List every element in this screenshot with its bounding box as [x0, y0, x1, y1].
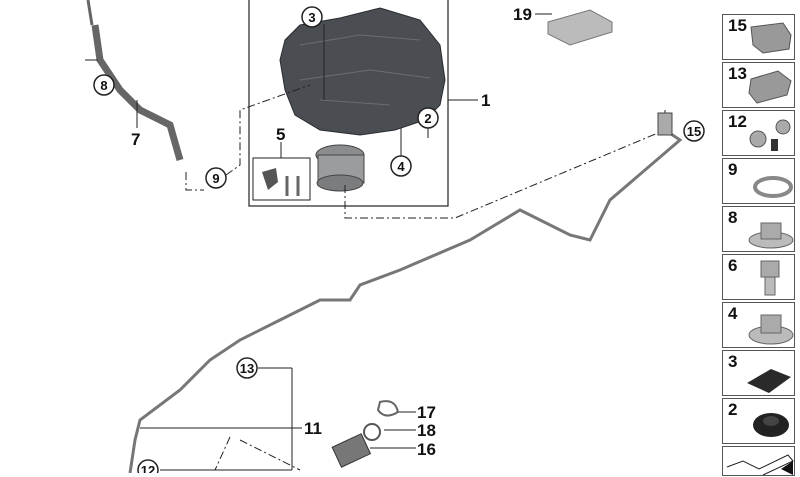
svg-text:9: 9 [212, 171, 219, 186]
side-item-12[interactable]: 12 [722, 110, 795, 156]
callout-12: 12 [137, 459, 159, 473]
pump-module [315, 144, 365, 192]
callout-9: 9 [205, 167, 227, 189]
svg-text:8: 8 [100, 78, 107, 93]
side-item-kit[interactable] [722, 446, 795, 476]
label-1: 1 [481, 91, 490, 110]
label-17: 17 [417, 403, 436, 422]
label-18: 18 [417, 421, 436, 440]
svg-text:4: 4 [397, 159, 405, 174]
side-item-label: 12 [728, 112, 747, 131]
side-item-label: 8 [728, 208, 738, 227]
side-item-label: 15 [728, 16, 747, 35]
side-item-6[interactable]: 6 [722, 254, 795, 300]
callout-13: 13 [236, 357, 258, 379]
part5-frame [252, 157, 311, 201]
label-7: 7 [131, 130, 140, 149]
callout-8: 8 [93, 74, 115, 96]
side-item-label: 2 [728, 400, 738, 419]
callout-3: 3 [301, 6, 323, 28]
filler-pipe [91, 24, 184, 161]
side-item-9[interactable]: 9 [722, 158, 795, 204]
side-item-2[interactable]: 2 [722, 398, 795, 444]
control-unit-part [547, 9, 613, 46]
label-16: 16 [417, 440, 436, 459]
fitting-parts [331, 400, 400, 468]
label-11: 11 [304, 419, 322, 438]
svg-text:13: 13 [240, 361, 254, 376]
callout-15: 15 [683, 120, 705, 142]
side-item-label: 3 [728, 352, 738, 371]
callout-2: 2 [417, 107, 439, 129]
side-item-label: 13 [728, 64, 747, 83]
svg-text:15: 15 [687, 124, 701, 139]
assembly-frame [248, 0, 449, 207]
side-item-3[interactable]: 3 [722, 350, 795, 396]
side-item-8[interactable]: 8 [722, 206, 795, 252]
svg-text:3: 3 [308, 10, 315, 25]
side-item-13[interactable]: 13 [722, 62, 795, 108]
side-item-4[interactable]: 4 [722, 302, 795, 348]
callout-4: 4 [390, 155, 412, 177]
side-item-15[interactable]: 15 [722, 14, 795, 60]
label-5: 5 [276, 125, 285, 144]
side-item-label: 4 [728, 304, 738, 323]
side-item-label: 6 [728, 256, 738, 275]
side-item-label: 9 [728, 160, 738, 179]
label-19: 19 [513, 5, 532, 24]
fuel-line [128, 128, 683, 473]
svg-text:12: 12 [141, 463, 155, 473]
svg-text:2: 2 [424, 111, 431, 126]
